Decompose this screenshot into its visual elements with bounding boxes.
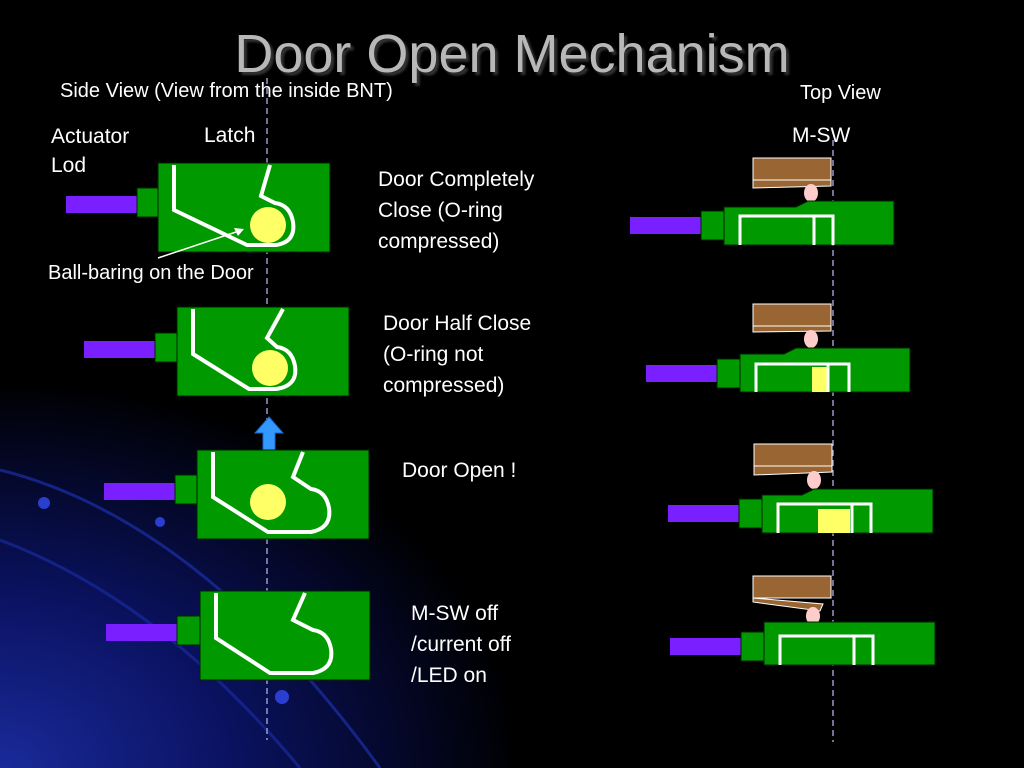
- switch-housing: [752, 303, 832, 327]
- latch-slot: [172, 164, 296, 247]
- latch-block: [199, 590, 371, 681]
- latch-slot-top: [778, 634, 875, 665]
- switch-lever: [752, 325, 832, 333]
- latch-slot: [211, 451, 332, 534]
- switch-lever: [752, 597, 824, 612]
- msw-label: M-SW: [792, 124, 851, 147]
- side-view-label: Side View (View from the inside BNT): [60, 80, 393, 102]
- stage-caption: Door Open !: [402, 459, 517, 482]
- slide-title: Door Open Mechanism: [234, 24, 790, 84]
- pointer-arrowhead: [234, 228, 244, 236]
- ball-bearing-top: [818, 509, 850, 533]
- switch-lever: [752, 179, 832, 189]
- actuator-label: Actuator Lod: [51, 125, 130, 177]
- actuator-rod: [66, 196, 140, 213]
- switch-contact: [804, 330, 818, 348]
- actuator-collar: [716, 358, 742, 389]
- actuator-rod: [646, 365, 718, 382]
- ball-bearing: [250, 484, 286, 520]
- latch-slot: [191, 308, 298, 391]
- latch-block-top: [763, 621, 936, 666]
- side-view-open: [104, 449, 370, 540]
- actuator-rod: [668, 505, 740, 522]
- latch-block: [157, 162, 331, 253]
- side-view-switch-off: [106, 590, 371, 681]
- top-view-label: Top View: [800, 82, 881, 104]
- latch-slot: [214, 592, 334, 675]
- actuator-collar: [176, 615, 201, 646]
- latch-label: Latch: [204, 124, 256, 147]
- switch-contact: [807, 471, 821, 489]
- actuator-collar: [174, 474, 199, 505]
- top-view-closed: [630, 157, 895, 246]
- actuator-collar: [136, 187, 161, 218]
- top-view-open: [668, 443, 934, 534]
- actuator-rod: [106, 624, 180, 641]
- switch-contact: [804, 184, 818, 202]
- actuator-rod: [670, 638, 742, 655]
- actuator-collar: [740, 631, 766, 662]
- side-view-closed: [66, 162, 331, 259]
- top-view-half-closed: [646, 303, 911, 393]
- ball-bearing: [252, 350, 288, 386]
- switch-housing: [752, 157, 832, 181]
- latch-block-top: [723, 200, 895, 246]
- ball-bearing-pointer: [157, 229, 243, 259]
- top-view-switch-off: [670, 575, 936, 666]
- actuator-collar: [154, 332, 179, 363]
- actuator-rod: [84, 341, 158, 358]
- side-view-half-closed: [84, 306, 350, 397]
- switch-contact: [806, 607, 820, 625]
- stage-caption: Door Completely Close (O-ring compressed…: [378, 168, 535, 253]
- actuator-collar: [738, 498, 764, 529]
- switch-lever: [753, 465, 833, 476]
- ball-bearing-top: [812, 367, 827, 392]
- ball-bearing: [250, 207, 286, 243]
- latch-slot-top: [738, 214, 835, 245]
- switch-housing: [753, 443, 833, 467]
- stage-caption: M-SW off /current off /LED on: [411, 602, 511, 687]
- actuator-rod: [630, 217, 702, 234]
- actuator-collar: [700, 210, 726, 241]
- stage-caption: Door Half Close (O-ring not compressed): [383, 312, 532, 397]
- latch-slot-top: [754, 362, 851, 392]
- actuator-rod: [104, 483, 178, 500]
- switch-housing: [752, 575, 832, 599]
- latch-slot-top: [776, 502, 873, 533]
- ball-bearing-label: Ball-baring on the Door: [48, 262, 254, 284]
